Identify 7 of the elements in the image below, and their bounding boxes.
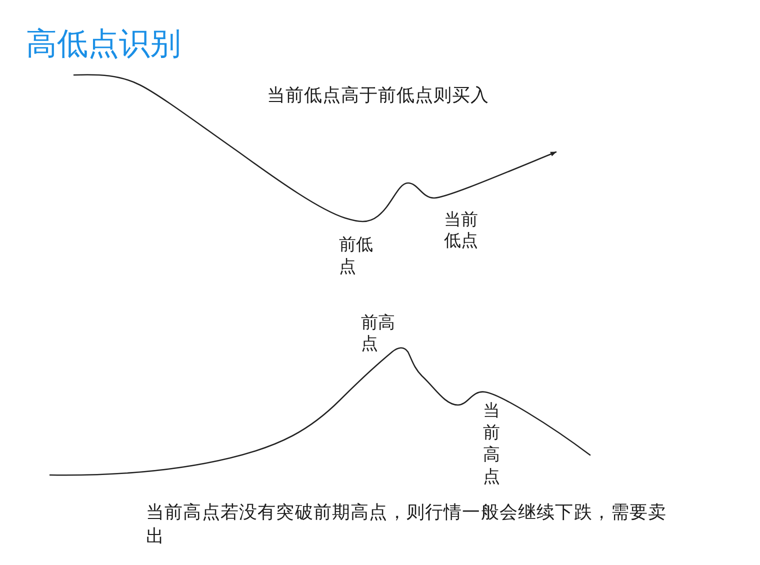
point-label: 前高点 (361, 313, 396, 355)
point-label: 当前低点 (444, 210, 479, 252)
note-text: 当前高点若没有突破前期高点，则行情一般会继续下跌，需要卖出 (146, 501, 668, 549)
point-label: 当前高点 (483, 400, 501, 488)
point-label: 前低点 (339, 234, 374, 278)
title: 高低点识别 (26, 27, 181, 61)
note-text: 当前低点高于前低点则买入 (267, 85, 489, 107)
